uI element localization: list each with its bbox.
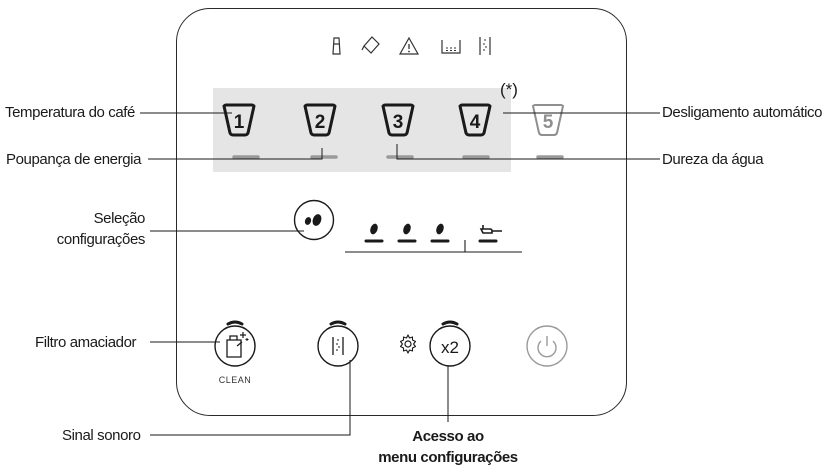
descale-icon: [361, 36, 380, 54]
label-menu-1: Acesso ao: [412, 428, 484, 445]
label-beep: Sinal sonoro: [62, 427, 141, 444]
power-button[interactable]: [522, 315, 572, 371]
key-5-number: 5: [543, 112, 554, 133]
label-temperature: Temperatura do café: [5, 104, 135, 121]
selection-button[interactable]: [293, 199, 335, 241]
x2-label: x2: [441, 338, 459, 357]
key-2-number: 2: [315, 112, 326, 133]
filter-button[interactable]: [210, 315, 260, 371]
warning-icon: [398, 36, 420, 55]
number-band: [213, 88, 511, 172]
control-panel: [176, 8, 627, 416]
label-auto-off: Desligamento automático: [662, 104, 823, 121]
label-energy-saving: Poupança de energia: [6, 151, 142, 168]
beep-button[interactable]: [313, 315, 363, 371]
label-water-hardness: Dureza da água: [662, 151, 764, 168]
label-selection-1: Seleção: [93, 210, 146, 227]
key-2[interactable]: 2: [302, 102, 338, 138]
footnote-asterisk: (*): [500, 80, 518, 99]
key-3[interactable]: 3: [380, 102, 416, 138]
grounds-container-icon: [441, 40, 461, 54]
menu-x2-button[interactable]: x2: [422, 315, 478, 371]
label-selection-2: configurações: [56, 231, 146, 248]
label-water-filter: Filtro amaciador: [35, 334, 137, 351]
key-4[interactable]: 4: [457, 102, 493, 138]
water-hardness-icon: [479, 37, 491, 55]
settings-gear-icon: [399, 334, 417, 354]
clean-label: CLEAN: [218, 375, 252, 385]
key-5[interactable]: 5: [530, 102, 566, 138]
key-1[interactable]: 1: [221, 102, 257, 138]
milk-jug-icon: [332, 37, 341, 55]
key-1-number: 1: [234, 112, 245, 133]
key-3-number: 3: [393, 112, 404, 133]
label-menu-2: menu configurações: [378, 449, 518, 466]
key-4-number: 4: [470, 112, 481, 133]
